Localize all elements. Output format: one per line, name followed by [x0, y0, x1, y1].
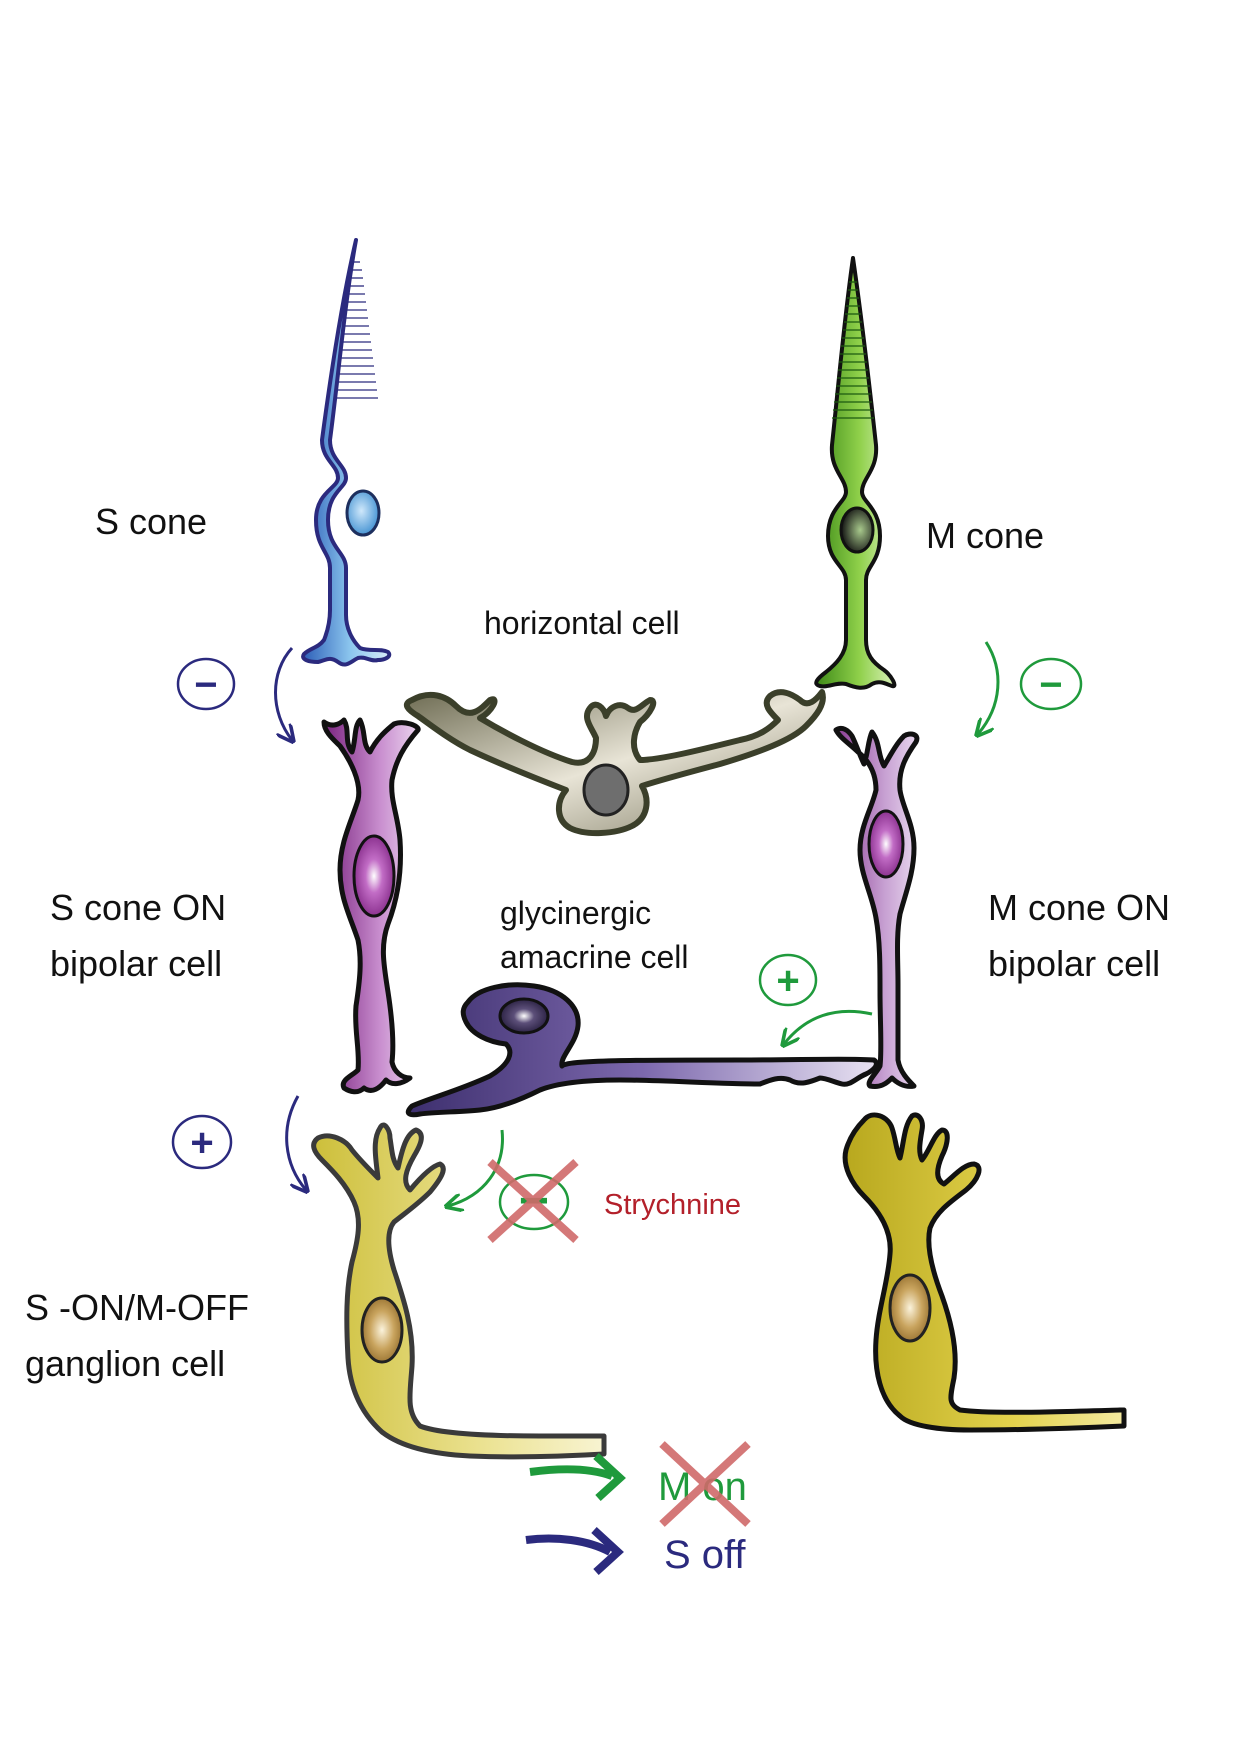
s-cone-body	[301, 238, 392, 667]
s-bipolar-excitatory-sign: +	[171, 1114, 233, 1170]
s-bipolar-label-line2: bipolar cell	[50, 943, 222, 984]
m-bipolar-excitatory-sign: +	[758, 953, 818, 1007]
s-bipolar-to-ganglion-arrow	[285, 1095, 306, 1190]
svg-text:−: −	[194, 663, 217, 707]
s-bipolar-nucleus	[352, 834, 396, 918]
s-cone-to-bipolar-arrow	[274, 646, 293, 740]
s-bipolar-label-line1: S cone ON	[50, 887, 226, 928]
amacrine-nucleus	[498, 997, 550, 1035]
ganglion-right-nucleus	[888, 1273, 932, 1343]
svg-text:+: +	[190, 1121, 213, 1165]
m-bipolar-nucleus	[867, 809, 905, 879]
horizontal-cell-label: horizontal cell	[484, 605, 680, 641]
m-cone-inhibitory-sign: −	[1019, 657, 1083, 711]
ganglion-label-line2: ganglion cell	[25, 1343, 225, 1384]
ganglion-left-body	[311, 1122, 607, 1460]
svg-text:+: +	[776, 959, 799, 1003]
glycinergic-amacrine-cell	[405, 982, 879, 1118]
amacrine-body	[405, 982, 879, 1118]
s-cone-inhibitory-sign: −	[176, 657, 236, 711]
m-bipolar-body	[833, 725, 920, 1089]
m-on-output-arrowhead	[593, 1453, 626, 1501]
svg-text:−: −	[1039, 663, 1062, 707]
m-cone-disc-stripes	[832, 281, 874, 419]
s-cone-cell	[301, 238, 392, 667]
ganglion-left-nucleus	[360, 1296, 404, 1364]
amacrine-to-ganglion-arrow	[448, 1129, 504, 1206]
horizontal-cell-body	[403, 689, 826, 837]
right-ganglion-cell	[842, 1112, 1127, 1433]
strychnine-label: Strychnine	[604, 1189, 741, 1221]
s-cone-on-bipolar-cell	[321, 717, 421, 1095]
m-cone-to-bipolar-arrow	[978, 641, 1000, 734]
s-cone-nucleus	[345, 489, 381, 537]
s-cone-label: S cone	[95, 501, 207, 542]
horizontal-cell	[403, 689, 826, 837]
m-on-output-arrow	[529, 1465, 614, 1480]
ganglion-label-line1: S -ON/M-OFF	[25, 1287, 249, 1328]
m-cone-nucleus	[839, 506, 875, 554]
s-off-output-arrowhead	[591, 1527, 624, 1575]
m-bipolar-label-line1: M cone ON	[988, 887, 1170, 928]
s-off-output-arrow	[525, 1534, 612, 1556]
s-off-output-label: S off	[664, 1533, 746, 1577]
ganglion-right-body	[842, 1112, 1127, 1433]
amacrine-label-line1: glycinergic	[500, 895, 651, 931]
m-cone-cell	[814, 256, 897, 690]
horizontal-cell-nucleus	[582, 763, 630, 817]
s-on-m-off-ganglion-cell	[311, 1122, 607, 1460]
m-cone-on-bipolar-cell	[833, 725, 920, 1089]
strychnine-block-cross	[487, 1159, 579, 1243]
amacrine-label-line2: amacrine cell	[500, 939, 689, 975]
m-on-block-cross	[659, 1441, 751, 1527]
m-bipolar-label-line2: bipolar cell	[988, 943, 1160, 984]
s-cone-disc-stripes	[334, 261, 378, 399]
m-bipolar-to-amacrine-arrow	[784, 1009, 873, 1044]
m-cone-body	[814, 256, 897, 690]
m-cone-label: M cone	[926, 515, 1044, 556]
